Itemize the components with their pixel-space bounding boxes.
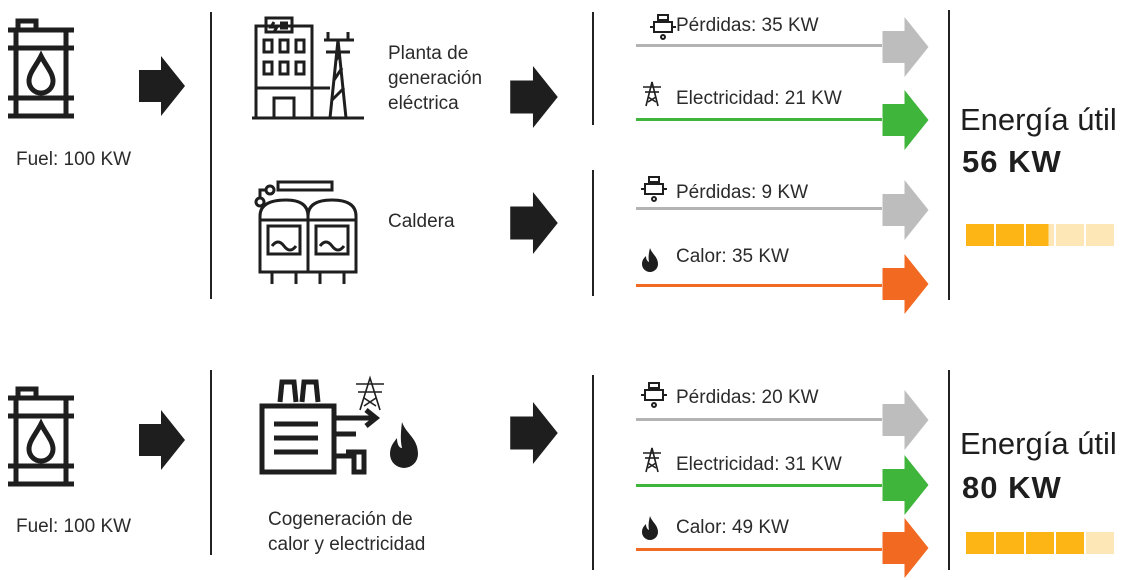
fuel-label: Fuel: 100 KW: [16, 516, 132, 537]
cogeneration-plant-icon: [259, 375, 418, 475]
efficiency-segment: [1086, 532, 1114, 554]
flow-arrow-icon: [510, 66, 558, 128]
cogen-label-line2: calor y electricidad: [268, 534, 426, 555]
efficiency-segment: [1086, 224, 1114, 246]
plant-label-line2: generación: [388, 68, 483, 89]
loss-line: [636, 44, 882, 47]
efficiency-segment: [966, 224, 994, 246]
valve-icon: [641, 382, 667, 408]
divider: [210, 370, 212, 555]
divider: [592, 375, 594, 570]
fuel-label: Fuel: 100 KW: [16, 149, 132, 170]
valve-icon: [650, 14, 676, 40]
cogen-label-line1: Cogeneración de: [268, 509, 413, 530]
output-label: Electricidad: 21 KW: [676, 88, 842, 109]
heat-line: [636, 548, 882, 551]
divider: [948, 370, 950, 570]
plant-label-line1: Planta de: [388, 43, 469, 64]
efficiency-segment: [966, 532, 994, 554]
electricity-line: [636, 484, 882, 487]
divider: [592, 12, 594, 125]
electricity-arrow-icon: [882, 455, 929, 515]
flow-arrow-icon: [510, 402, 558, 464]
power-plant-icon: [252, 16, 364, 120]
boiler-icon: [254, 180, 358, 284]
flow-arrow-icon: [510, 192, 558, 254]
loss-arrow-icon: [882, 17, 929, 77]
output-label: Pérdidas: 9 KW: [676, 182, 808, 203]
output-label: Calor: 49 KW: [676, 517, 789, 538]
heat-arrow-icon: [882, 518, 929, 578]
useful-energy-label: Energía útil: [960, 102, 1117, 137]
efficiency-bar: [966, 532, 1116, 554]
loss-line: [636, 418, 882, 421]
power-tower-icon: [643, 81, 661, 107]
fuel-barrel-icon: [8, 18, 74, 119]
output-label: Pérdidas: 20 KW: [676, 387, 819, 408]
efficiency-segment: [1056, 224, 1084, 246]
output-label: Calor: 35 KW: [676, 246, 789, 267]
flame-icon: [642, 248, 658, 272]
efficiency-segment: [1026, 224, 1054, 246]
useful-energy-label: Energía útil: [960, 426, 1117, 461]
efficiency-segment: [1056, 532, 1084, 554]
loss-arrow-icon: [882, 180, 929, 240]
power-tower-icon: [643, 447, 661, 473]
efficiency-segment: [1026, 532, 1054, 554]
flow-arrow-icon: [139, 56, 185, 116]
electricity-arrow-icon: [882, 90, 929, 150]
divider: [592, 170, 594, 296]
efficiency-segment: [996, 532, 1024, 554]
efficiency-bar: [966, 224, 1116, 246]
boiler-label: Caldera: [388, 211, 455, 232]
loss-arrow-icon: [882, 390, 929, 450]
fuel-barrel-icon: [8, 386, 74, 487]
plant-label-line3: eléctrica: [388, 93, 459, 114]
flame-icon: [642, 516, 658, 540]
output-label: Pérdidas: 35 KW: [676, 15, 819, 36]
divider: [210, 12, 212, 299]
electricity-line: [636, 118, 882, 121]
output-label: Electricidad: 31 KW: [676, 454, 842, 475]
efficiency-segment: [996, 224, 1024, 246]
valve-icon: [641, 176, 667, 202]
heat-arrow-icon: [882, 254, 929, 314]
heat-line: [636, 284, 882, 287]
useful-energy-value: 56 KW: [962, 144, 1062, 179]
divider: [948, 10, 950, 300]
loss-line: [636, 207, 882, 210]
useful-energy-value: 80 KW: [962, 470, 1062, 505]
flow-arrow-icon: [139, 410, 185, 470]
